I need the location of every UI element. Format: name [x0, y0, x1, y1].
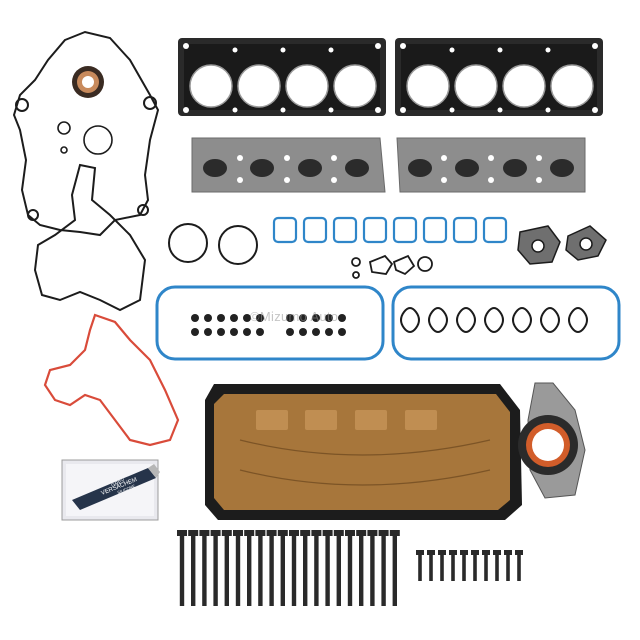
head-bolt-shank: [202, 536, 207, 606]
head-bolt-head: [333, 530, 344, 536]
head-bolt-shank: [235, 536, 241, 606]
head-bolt-shank: [291, 536, 297, 606]
head-bolts: [177, 530, 400, 606]
large-o-rings: [168, 223, 258, 265]
head-bolt-shank: [314, 536, 319, 606]
head-bolt-shank: [303, 536, 308, 606]
head-bolt-shank: [336, 536, 341, 606]
small-bolt-shank: [451, 555, 455, 581]
head-bolt-shank: [359, 536, 364, 606]
small-bolt-head: [515, 550, 523, 555]
timing-cover-gasket: [12, 30, 160, 237]
exhaust-gasket-right: [396, 137, 586, 193]
head-bolt-shank: [258, 536, 263, 606]
head-bolt-head: [289, 530, 299, 536]
small-bolt-shank: [462, 555, 466, 581]
head-bolt-shank: [280, 536, 285, 606]
head-bolt-shank: [392, 536, 397, 606]
small-bolt-shank: [429, 555, 433, 581]
head-bolt-head: [389, 530, 400, 536]
tube-product-label: GREY: [111, 478, 127, 489]
head-bolt-shank: [224, 536, 229, 606]
head-bolt-shank: [347, 536, 353, 606]
small-bolt-shank: [440, 555, 444, 581]
head-bolt-head: [322, 530, 333, 536]
small-bolt-shank: [506, 555, 510, 581]
head-bolt-head: [378, 530, 389, 536]
head-bolt-head: [266, 530, 277, 536]
small-bolts: [416, 550, 523, 581]
head-bolt-shank: [191, 536, 196, 606]
silicone-tube-package: [61, 459, 160, 521]
small-gaskets: [351, 254, 433, 279]
head-gasket-right: [395, 38, 603, 116]
egr-gaskets: [517, 225, 607, 265]
small-bolt-head: [471, 550, 479, 555]
head-bolt-shank: [179, 536, 185, 606]
small-bolt-shank: [418, 555, 422, 581]
small-bolt-head: [482, 550, 490, 555]
small-bolt-head: [438, 550, 446, 555]
head-bolt-shank: [370, 536, 375, 606]
head-bolt-shank: [269, 536, 274, 606]
head-bolt-shank: [247, 536, 252, 606]
head-bolt-head: [210, 530, 221, 536]
head-bolt-head: [277, 530, 288, 536]
small-bolt-head: [504, 550, 512, 555]
small-o-rings: [57, 121, 113, 155]
head-bolt-head: [244, 530, 255, 536]
head-bolt-head: [367, 530, 378, 536]
rear-main-seal: [518, 382, 586, 499]
head-bolt-head: [177, 530, 187, 536]
small-bolt-head: [449, 550, 457, 555]
tube-subtitle-label: SILICONE: [117, 483, 136, 495]
small-bolt-head: [427, 550, 435, 555]
small-bolt-shank: [517, 555, 521, 581]
head-bolt-head: [255, 530, 266, 536]
exhaust-gasket-left: [191, 137, 386, 193]
head-bolt-head: [199, 530, 210, 536]
head-bolt-head: [311, 530, 322, 536]
head-bolt-head: [233, 530, 243, 536]
head-bolt-head: [221, 530, 232, 536]
valve-cover-gasket-right: [391, 285, 621, 361]
front-crank-seal: [72, 66, 104, 98]
head-bolt-head: [188, 530, 199, 536]
water-pump-gasket: [33, 163, 147, 312]
red-gasket: [43, 313, 180, 447]
head-bolt-head: [300, 530, 311, 536]
oil-pan-gasket: [205, 384, 522, 520]
small-bolt-head: [493, 550, 501, 555]
head-bolt-head: [345, 530, 355, 536]
head-gasket-left: [178, 38, 386, 116]
intake-port-gaskets: [272, 216, 508, 244]
small-bolt-head: [416, 550, 424, 555]
head-bolt-shank: [213, 536, 218, 606]
head-bolt-shank: [325, 536, 330, 606]
head-bolt-shank: [381, 536, 386, 606]
small-bolt-shank: [484, 555, 488, 581]
small-bolt-shank: [473, 555, 477, 581]
small-bolt-shank: [495, 555, 499, 581]
small-bolt-head: [460, 550, 468, 555]
watermark: ©Mizumo Auto: [250, 309, 338, 324]
head-bolt-head: [356, 530, 367, 536]
watermark-text: ©Mizumo Auto: [250, 309, 339, 324]
valve-cover-gasket-left: [155, 285, 385, 361]
